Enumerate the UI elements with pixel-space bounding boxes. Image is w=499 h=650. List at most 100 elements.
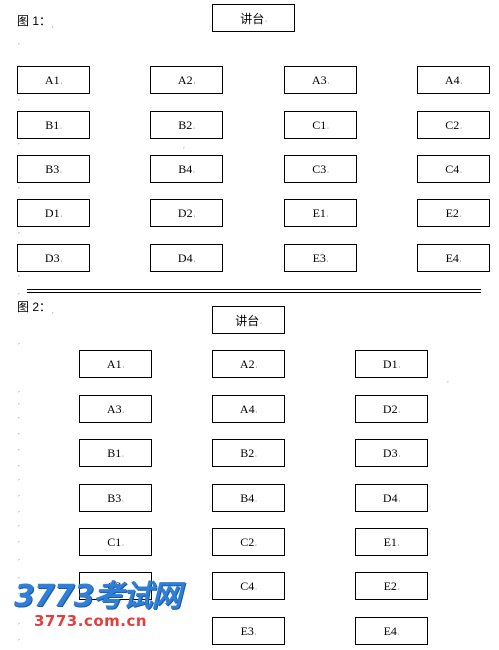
- seat-label: C2: [240, 534, 255, 549]
- seat-label: C2: [445, 117, 460, 132]
- seat-label: B4: [178, 161, 193, 176]
- fig1-seat-b4: B4,: [150, 155, 223, 183]
- fig2-seat-e4: E4,: [355, 617, 428, 645]
- seat-label: B4: [240, 490, 255, 505]
- paragraph-mark: ,: [18, 445, 20, 452]
- paragraph-mark: ,: [18, 461, 20, 468]
- fig2-seat-a3: A3,: [79, 395, 152, 423]
- fig2-seat-d2: D2,: [355, 395, 428, 423]
- paragraph-mark: ,: [18, 39, 20, 46]
- fig1-seat-b2: B2,: [150, 111, 223, 139]
- seat-label: E2: [445, 205, 459, 220]
- fig1-seat-c1: C1,: [284, 111, 357, 139]
- fig1-seat-d4: D4,: [150, 244, 223, 272]
- fig1-seat-c2: C2,: [417, 111, 490, 139]
- paragraph-mark: ,: [18, 183, 20, 190]
- seat-label: E4: [445, 250, 459, 265]
- seat-label: D1: [382, 356, 398, 371]
- seat-label: C1: [107, 534, 122, 549]
- paragraph-mark: ,: [18, 603, 20, 610]
- watermark-logo-text: 3773考试网: [14, 579, 181, 614]
- paragraph-mark: ,: [18, 139, 20, 146]
- podium-box-2: 讲台,: [212, 306, 285, 334]
- seat-label: C4: [445, 161, 460, 176]
- podium-box-1: 讲台,: [212, 4, 295, 32]
- paragraph-mark: ,: [18, 521, 20, 528]
- fig2-seat-c2: C2,: [212, 528, 285, 556]
- fig1-seat-d2: D2,: [150, 199, 223, 227]
- seat-label: E1: [383, 534, 397, 549]
- paragraph-mark: ,: [18, 271, 20, 278]
- fig2-seat-d3: D3,: [355, 439, 428, 467]
- paragraph-mark: ,: [18, 555, 20, 562]
- seat-label: E1: [312, 205, 326, 220]
- seat-label: B3: [107, 490, 122, 505]
- separator-line-bottom: [27, 292, 481, 293]
- paragraph-mark: ,: [18, 507, 20, 514]
- seat-label: B2: [178, 117, 193, 132]
- paragraph-mark: ,: [18, 475, 20, 482]
- paragraph-mark: ,: [18, 413, 20, 420]
- seat-label: B1: [107, 445, 122, 460]
- seat-label: A3: [106, 401, 122, 416]
- seat-label: D4: [382, 490, 398, 505]
- fig1-seat-b1: B1,: [17, 111, 90, 139]
- paragraph-mark: ,: [18, 387, 20, 394]
- paragraph-mark: ,: [18, 399, 20, 406]
- paragraph-mark: ,: [183, 143, 185, 150]
- seat-label: B3: [45, 161, 60, 176]
- watermark-url: 3773.com.cn: [34, 612, 148, 630]
- fig1-seat-e3: E3,: [284, 244, 357, 272]
- paragraph-mark: ,: [18, 61, 20, 68]
- fig1-seat-a1: A1,: [17, 66, 90, 94]
- seat-label: E2: [383, 578, 397, 593]
- seat-label: A4: [444, 72, 460, 87]
- figure-1-label: 图 1：,: [17, 14, 54, 29]
- watermark-logo: 3773考试网 3773.com.cn: [14, 579, 181, 631]
- fig1-seat-d3: D3,: [17, 244, 90, 272]
- fig1-seat-e2: E2,: [417, 199, 490, 227]
- paragraph-mark: ,: [18, 635, 20, 642]
- seat-label: C3: [312, 161, 327, 176]
- fig2-seat-e1: E1,: [355, 528, 428, 556]
- seat-label: E4: [383, 623, 397, 638]
- seat-label: D2: [177, 205, 193, 220]
- seat-label: D3: [382, 445, 398, 460]
- fig2-seat-b3: B3,: [79, 484, 152, 512]
- seat-label: A2: [239, 356, 255, 371]
- separator-line-top: [27, 289, 481, 290]
- fig1-seat-b3: B3,: [17, 155, 90, 183]
- fig2-seat-e3: E3,: [212, 617, 285, 645]
- seat-label: C4: [240, 578, 255, 593]
- paragraph-mark: ,: [18, 16, 20, 23]
- fig2-seat-a1: A1,: [79, 350, 152, 378]
- fig2-seat-b4: B4,: [212, 484, 285, 512]
- fig1-seat-d1: D1,: [17, 199, 90, 227]
- paragraph-mark: ,: [18, 95, 20, 102]
- paragraph-mark: ,: [18, 619, 20, 626]
- fig1-seat-c4: C4,: [417, 155, 490, 183]
- paragraph-mark: ,: [18, 573, 20, 580]
- seat-label: D2: [382, 401, 398, 416]
- paragraph-mark: ,: [18, 289, 20, 296]
- fig2-seat-c4: C4,: [212, 572, 285, 600]
- seat-label: A1: [44, 72, 60, 87]
- fig1-seat-a4: A4,: [417, 66, 490, 94]
- seat-label: C1: [312, 117, 327, 132]
- seat-label: B1: [45, 117, 60, 132]
- fig2-seat-d1: D1,: [355, 350, 428, 378]
- fig1-seat-c3: C3,: [284, 155, 357, 183]
- paragraph-mark: ,: [447, 377, 449, 384]
- seat-label: B2: [240, 445, 255, 460]
- fig2-seat-e2: E2,: [355, 572, 428, 600]
- fig2-seat-c3: C3,: [79, 572, 152, 600]
- fig2-seat-b1: B1,: [79, 439, 152, 467]
- seat-label: C3: [107, 578, 122, 593]
- seat-label: A2: [177, 72, 193, 87]
- paragraph-mark: ,: [18, 537, 20, 544]
- fig2-seat-a2: A2,: [212, 350, 285, 378]
- fig1-seat-a2: A2,: [150, 66, 223, 94]
- seat-label: D1: [44, 205, 60, 220]
- paragraph-mark: ,: [18, 429, 20, 436]
- paragraph-mark: ,: [18, 589, 20, 596]
